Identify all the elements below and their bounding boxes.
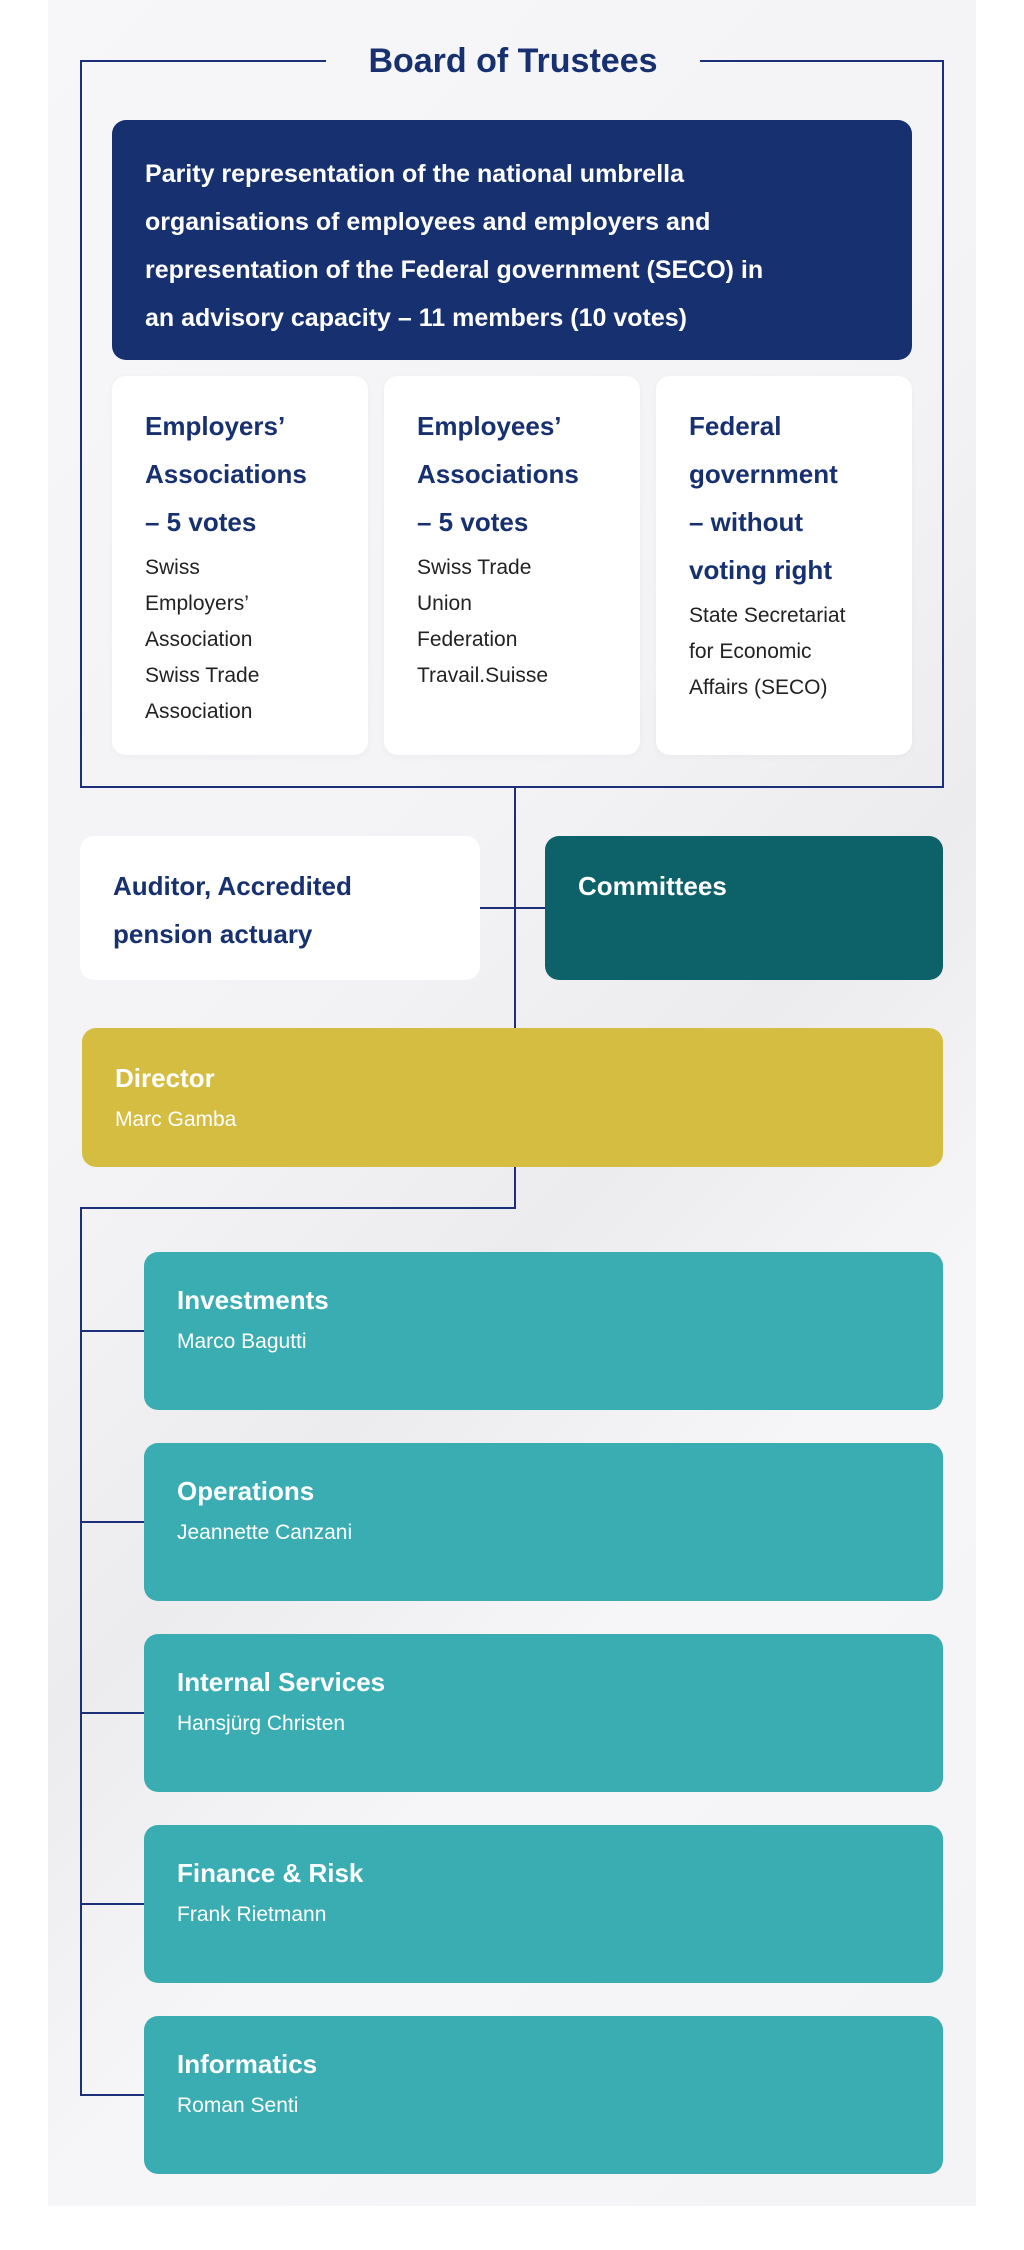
department-title: Operations xyxy=(177,1476,315,1506)
committees-label: Committees xyxy=(578,871,727,901)
auditor-label: pension actuary xyxy=(113,919,313,949)
card-member: Association xyxy=(145,628,253,651)
department-title: Investments xyxy=(177,1285,329,1315)
card-member: Swiss Trade xyxy=(145,664,260,687)
card-heading: – without xyxy=(689,507,804,537)
card-member: State Secretariat xyxy=(689,604,846,627)
card-member: Federation xyxy=(417,628,518,651)
card-member: Swiss xyxy=(145,556,200,579)
department-operations: Operations Jeannette Canzani xyxy=(144,1443,943,1601)
department-head: Roman Senti xyxy=(177,2094,299,2117)
department-head: Jeannette Canzani xyxy=(177,1521,353,1544)
card-member: Union xyxy=(417,592,472,615)
committees-box: Committees xyxy=(545,836,943,980)
connector-director-down xyxy=(514,1167,516,1209)
card-heading: – 5 votes xyxy=(417,507,529,537)
card-heading: Associations xyxy=(145,459,307,489)
department-finance-risk: Finance & Risk Frank Rietmann xyxy=(144,1825,943,1983)
department-title: Informatics xyxy=(177,2049,318,2079)
department-internal-services: Internal Services Hansjürg Christen xyxy=(144,1634,943,1792)
department-head: Marco Bagutti xyxy=(177,1330,307,1353)
director-title: Director xyxy=(115,1063,215,1093)
director-name: Marc Gamba xyxy=(115,1108,237,1131)
auditor-label: Auditor, Accredited xyxy=(113,871,352,901)
department-head: Hansjürg Christen xyxy=(177,1712,346,1735)
summary-line: an advisory capacity – 11 members (10 vo… xyxy=(145,304,687,332)
board-frame-top-left xyxy=(80,60,326,62)
card-heading: Federal xyxy=(689,411,782,441)
connector-dept xyxy=(80,1903,144,1905)
department-investments: Investments Marco Bagutti xyxy=(144,1252,943,1410)
connector-departments-spine xyxy=(80,1207,82,2096)
connector-auditor-committees xyxy=(480,907,545,909)
card-member: Affairs (SECO) xyxy=(689,676,828,699)
card-heading: voting right xyxy=(689,555,832,585)
director-box: Director Marc Gamba xyxy=(82,1028,943,1167)
card-heading: Employees’ xyxy=(417,411,562,441)
department-head: Frank Rietmann xyxy=(177,1903,327,1926)
card-member: Association xyxy=(145,700,253,723)
department-title: Internal Services xyxy=(177,1667,386,1697)
card-heading: government xyxy=(689,459,838,489)
card-heading: – 5 votes xyxy=(145,507,257,537)
board-frame-bottom xyxy=(80,786,944,788)
summary-line: representation of the Federal government… xyxy=(145,256,764,284)
federal-government-card: Federal government – without voting right S… xyxy=(656,376,912,755)
connector-dept xyxy=(80,1521,144,1523)
department-informatics: Informatics Roman Senti xyxy=(144,2016,943,2174)
card-member: Swiss Trade xyxy=(417,556,532,579)
connector-dept xyxy=(80,2094,144,2096)
card-heading: Employers’ xyxy=(145,411,286,441)
auditor-box: Auditor, Accredited pension actuary xyxy=(80,836,480,980)
board-title: Board of Trustees xyxy=(368,42,658,80)
card-member: Travail.Suisse xyxy=(417,664,549,687)
connector-dept xyxy=(80,1330,144,1332)
card-heading: Associations xyxy=(417,459,579,489)
department-title: Finance & Risk xyxy=(177,1858,364,1888)
card-member: for Economic xyxy=(689,640,812,663)
summary-line: Parity representation of the national um… xyxy=(145,160,685,188)
connector-dept xyxy=(80,1712,144,1714)
summary-line: organisations of employees and employers… xyxy=(145,208,711,236)
connector-director-horizontal xyxy=(80,1207,516,1209)
board-summary: Parity representation of the national um… xyxy=(112,120,912,360)
employees-card: Employees’ Associations – 5 votes Swiss Tr… xyxy=(384,376,640,755)
board-frame-left xyxy=(80,60,82,788)
board-frame-right xyxy=(942,60,944,788)
card-member: Employers’ xyxy=(145,592,249,615)
board-frame-top-right xyxy=(700,60,944,62)
